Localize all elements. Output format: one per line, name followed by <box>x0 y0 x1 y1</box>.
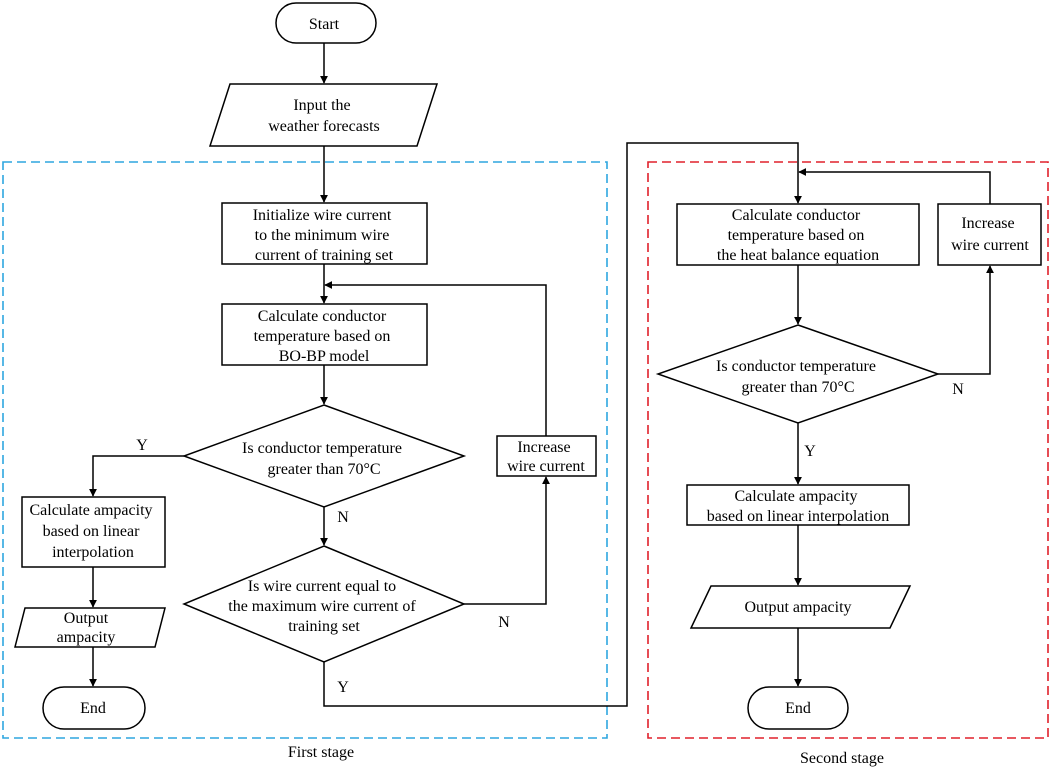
end-terminal-1 <box>42 686 146 730</box>
no-label-3: N <box>952 381 964 398</box>
increase-current-2-label: Increase wire current <box>951 215 1029 254</box>
first-stage-frame <box>2 161 608 739</box>
edge-decision-current-yes <box>323 142 802 707</box>
init-current-box <box>221 202 428 265</box>
calc-ampacity-2-label: Calculate ampacity based on linear inter… <box>707 488 890 525</box>
calc-ampacity-1-label: Calculate ampacity based on linear inter… <box>29 502 156 561</box>
first-stage-caption: First stage <box>288 744 354 761</box>
edge-decision-current-no <box>464 476 550 605</box>
input-weather-parallelogram <box>208 83 439 147</box>
yes-label-1: Y <box>136 437 148 454</box>
edge-decision2-no <box>938 265 994 375</box>
temp-decision-2-label: Is conductor temperature greater than 70… <box>716 358 880 396</box>
calc-bobp-box <box>221 303 428 366</box>
no-label-2: N <box>498 614 510 631</box>
input-label: Input the weather forecasts <box>268 97 380 135</box>
increase-current-box-1 <box>496 435 597 477</box>
output-ampacity-parallelogram-1 <box>14 607 166 648</box>
no-label-1: N <box>337 509 349 526</box>
second-stage-frame <box>647 161 1049 739</box>
output-ampacity-1-label: Output ampacity <box>57 610 116 646</box>
end-1-label: End <box>80 700 106 717</box>
output-ampacity-2-label: Output ampacity <box>744 599 851 616</box>
init-label: Initialize wire current to the minimum w… <box>253 207 396 264</box>
start-label: Start <box>309 16 340 33</box>
second-stage-caption: Second stage <box>800 750 884 767</box>
start-terminal <box>275 2 377 44</box>
yes-label-2: Y <box>337 679 349 696</box>
calc-bobp-label: Calculate conductor temperature based on… <box>254 308 395 365</box>
end-2-label: End <box>785 700 811 717</box>
end-terminal-2 <box>747 686 849 730</box>
yes-label-3: Y <box>804 443 816 460</box>
calc-heat-balance-box <box>676 203 920 266</box>
edge-decision1-yes <box>89 455 184 497</box>
increase-current-box-2 <box>937 203 1042 266</box>
increase-current-1-label: Increase wire current <box>507 439 585 475</box>
output-ampacity-parallelogram-2 <box>689 585 912 629</box>
calc-ampacity-box-2 <box>686 484 910 526</box>
edge-increase2-loop <box>798 168 991 204</box>
calc-heat-balance-label: Calculate conductor temperature based on… <box>717 207 879 264</box>
temp-decision-1-label: Is conductor temperature greater than 70… <box>242 440 406 478</box>
edge-increase1-loop <box>324 281 547 436</box>
current-decision-label: Is wire current equal to the maximum wir… <box>228 578 420 635</box>
